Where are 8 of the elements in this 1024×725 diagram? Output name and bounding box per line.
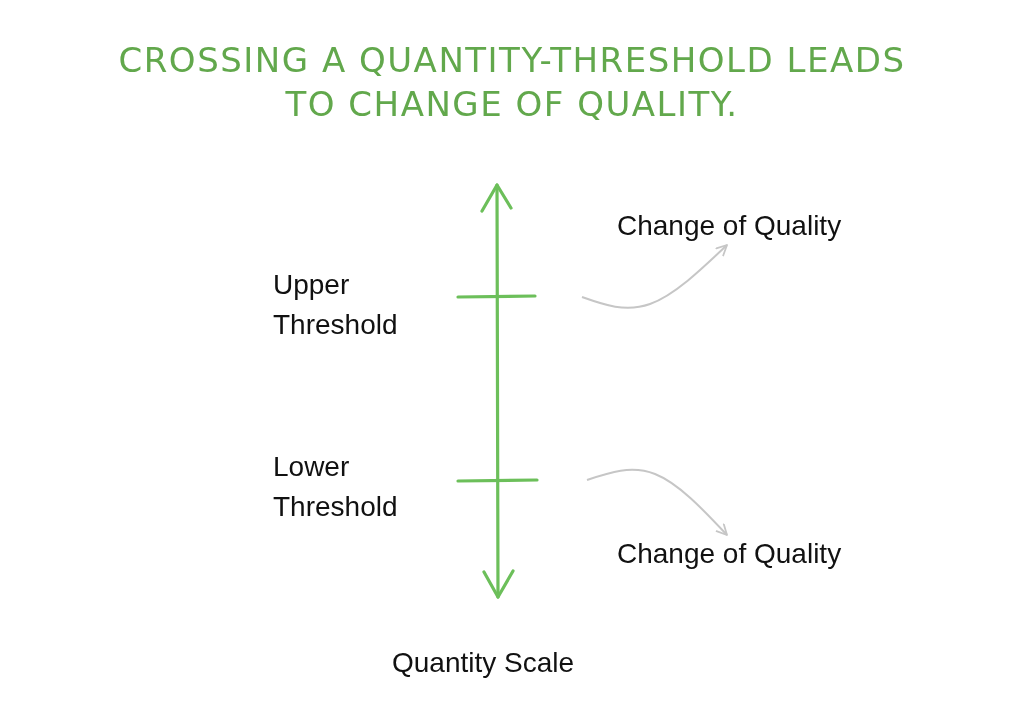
threshold-label: Upper Threshold [273, 268, 399, 342]
axis-label: Quantity Scale [392, 646, 576, 680]
curved-arrow [586, 468, 728, 536]
result-label: Change of Quality [617, 537, 842, 571]
title: CROSSING A QUANTITY-THRESHOLD LEADS TO CHANGE OF QUALITY. [117, 39, 907, 126]
curved-arrow [581, 244, 728, 309]
result-label: Change of Quality [617, 209, 842, 243]
threshold-label: Lower Threshold [273, 450, 399, 524]
